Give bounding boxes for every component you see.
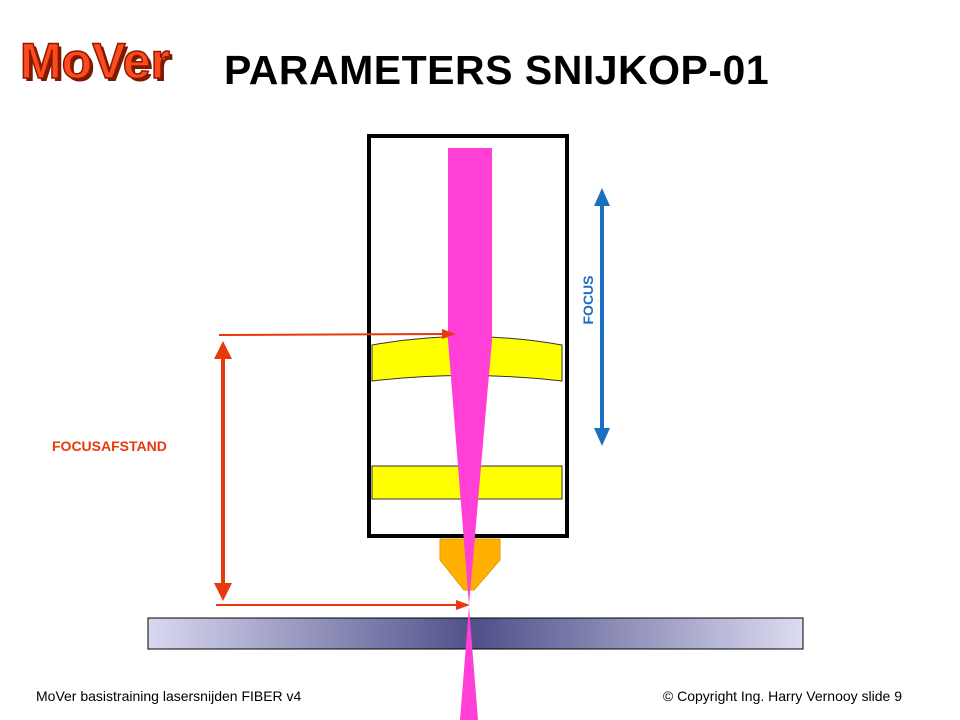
focus-arrowhead-top bbox=[594, 188, 610, 206]
surface-pointer-arrowhead bbox=[456, 600, 470, 610]
laser-beam bbox=[448, 148, 492, 720]
lens-pointer-arrowhead bbox=[442, 329, 456, 339]
page-title: PARAMETERS SNIJKOP-01 bbox=[224, 47, 770, 93]
focus-distance-arrowhead-bottom bbox=[214, 583, 232, 601]
footer-course-label: MoVer basistraining lasersnijden FIBER v… bbox=[36, 688, 302, 704]
workpiece-plate bbox=[147, 617, 804, 650]
focus-distance-arrowhead-top bbox=[214, 341, 232, 359]
focus-arrowhead-bottom bbox=[594, 428, 610, 446]
lens-pointer-line bbox=[218, 333, 445, 336]
focus-distance-label: FOCUSAFSTAND bbox=[52, 438, 167, 454]
mover-logo: MoVer bbox=[19, 32, 171, 90]
focus-label: FOCUS bbox=[580, 276, 596, 325]
footer-copyright: © Copyright Ing. Harry Vernooy slide 9 bbox=[662, 688, 902, 704]
